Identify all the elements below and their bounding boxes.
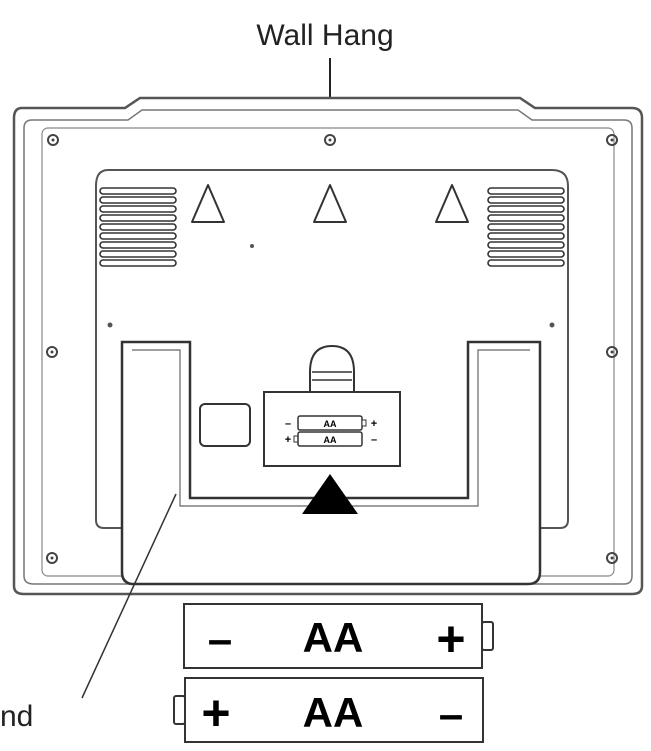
vent-slat bbox=[487, 187, 565, 195]
wall-hang-slot-left bbox=[191, 184, 225, 223]
vent-slat bbox=[487, 250, 565, 258]
compartment-battery-1-type: AA bbox=[324, 419, 337, 429]
screw-top-left bbox=[47, 134, 59, 146]
wall-hang-slot-right bbox=[435, 184, 469, 223]
compartment-battery-2-type: AA bbox=[324, 435, 337, 445]
screw-bottom-right bbox=[606, 552, 618, 564]
vent-slat bbox=[99, 241, 177, 249]
battery-1-body bbox=[183, 603, 483, 669]
stand-label: nd bbox=[0, 700, 33, 733]
wall-hang-slot-center bbox=[313, 184, 347, 223]
vent-slat bbox=[487, 259, 565, 267]
vent-slat bbox=[99, 232, 177, 240]
panel-dot bbox=[250, 244, 254, 248]
battery-2-body bbox=[184, 677, 484, 743]
label-recess bbox=[199, 403, 251, 447]
fold-out-stand bbox=[120, 340, 542, 586]
battery-2-minus-sign: – bbox=[439, 690, 463, 739]
vent-slat bbox=[487, 232, 565, 240]
vent-slat bbox=[487, 205, 565, 213]
screw-mid-right bbox=[606, 346, 618, 358]
vent-slat bbox=[99, 205, 177, 213]
battery-1-minus-sign: – bbox=[208, 615, 232, 664]
panel-dot-left bbox=[107, 322, 113, 328]
battery-door-latch bbox=[309, 344, 355, 392]
compartment-battery-1-terminal bbox=[361, 419, 367, 427]
vent-slat bbox=[487, 214, 565, 222]
battery-1-plus-sign: + bbox=[436, 611, 465, 667]
screw-bottom-left bbox=[46, 552, 58, 564]
vent-slat bbox=[487, 196, 565, 204]
compartment-battery-2-left-sign: + bbox=[285, 434, 291, 446]
vent-slat bbox=[99, 223, 177, 231]
compartment-battery-2 bbox=[297, 431, 363, 447]
battery-2-type: AA bbox=[303, 689, 364, 736]
screw-top-center bbox=[324, 134, 336, 146]
screw-top-right bbox=[606, 134, 618, 146]
vent-slat bbox=[99, 187, 177, 195]
vent-slat bbox=[99, 196, 177, 204]
vent-grille-left bbox=[99, 187, 177, 267]
device-housing-inner bbox=[23, 109, 633, 585]
vent-slat bbox=[487, 241, 565, 249]
wall-hang-label: Wall Hang bbox=[256, 19, 393, 52]
battery-1-type: AA bbox=[303, 614, 364, 661]
compartment-battery-1-right-sign: + bbox=[371, 418, 377, 430]
vent-grille-right bbox=[487, 187, 565, 267]
open-arrow bbox=[302, 474, 358, 514]
vent-slat bbox=[487, 223, 565, 231]
compartment-battery-2-right-sign: – bbox=[371, 434, 377, 446]
panel-dot-right bbox=[549, 322, 555, 328]
screw-mid-left bbox=[46, 346, 58, 358]
stand-leader-line bbox=[81, 493, 177, 699]
battery-2-terminal bbox=[173, 695, 186, 725]
battery-2-plus-sign: + bbox=[201, 685, 230, 741]
compartment-battery-1-left-sign: – bbox=[285, 418, 291, 430]
vent-slat bbox=[99, 250, 177, 258]
vent-slat bbox=[99, 214, 177, 222]
battery-1-terminal bbox=[481, 621, 494, 651]
vent-slat bbox=[99, 259, 177, 267]
